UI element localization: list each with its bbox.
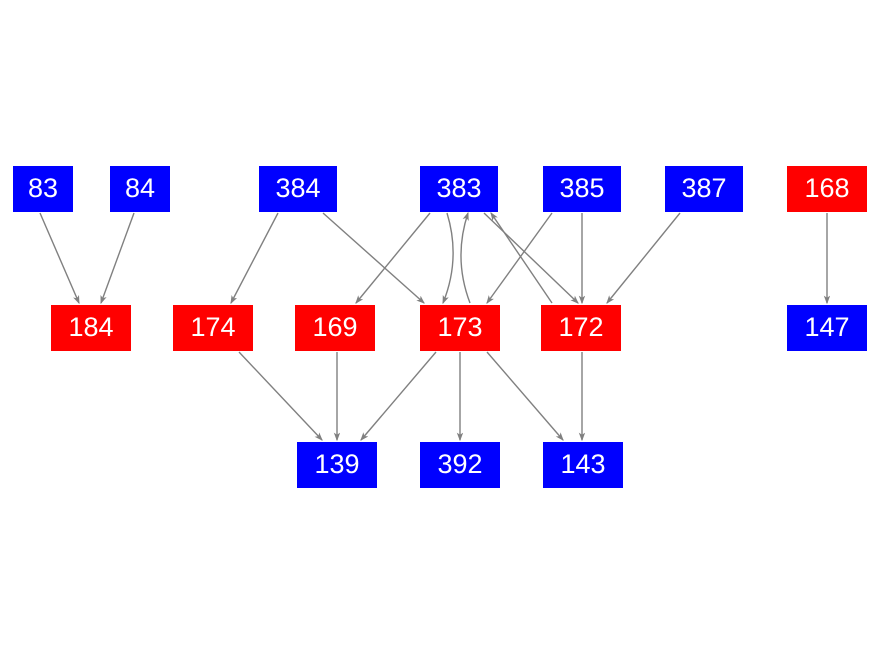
graph-node-label: 173 <box>437 311 483 342</box>
graph-node-143[interactable]: 143 <box>543 442 623 488</box>
graph-edge <box>483 212 579 304</box>
graph-node-173[interactable]: 173 <box>420 305 500 351</box>
graph-node-169[interactable]: 169 <box>295 305 375 351</box>
graph-node-84[interactable]: 84 <box>110 166 170 212</box>
graph-node-385[interactable]: 385 <box>543 166 621 212</box>
graph-node-label: 172 <box>558 311 604 342</box>
graph-node-label: 84 <box>124 172 156 203</box>
graph-node-label: 168 <box>804 172 850 203</box>
graph-node-label: 139 <box>314 448 360 479</box>
graph-node-83[interactable]: 83 <box>13 166 73 212</box>
graph-node-392[interactable]: 392 <box>420 442 500 488</box>
graph-node-label: 387 <box>681 172 727 203</box>
graph-node-label: 174 <box>190 311 236 342</box>
graph-node-147[interactable]: 147 <box>787 305 867 351</box>
graph-node-387[interactable]: 387 <box>665 166 743 212</box>
graph-node-172[interactable]: 172 <box>541 305 621 351</box>
graph-edge <box>360 351 437 441</box>
graph-node-label: 184 <box>68 311 114 342</box>
graph-node-label: 383 <box>436 172 482 203</box>
graph-node-184[interactable]: 184 <box>51 305 131 351</box>
graph-node-384[interactable]: 384 <box>259 166 337 212</box>
graph-node-139[interactable]: 139 <box>297 442 377 488</box>
graph-node-174[interactable]: 174 <box>173 305 253 351</box>
graph-node-label: 83 <box>27 172 59 203</box>
graph-node-label: 147 <box>804 311 850 342</box>
graph-node-label: 385 <box>559 172 605 203</box>
graph-node-label: 143 <box>560 448 606 479</box>
graph-node-label: 392 <box>437 448 483 479</box>
graph-node-383[interactable]: 383 <box>420 166 498 212</box>
graph-edge <box>490 212 553 304</box>
graph-edge <box>460 211 471 304</box>
graph-edge <box>230 212 279 305</box>
graph-node-label: 384 <box>275 172 321 203</box>
graph-edge <box>322 212 425 304</box>
graph-edge <box>606 212 681 304</box>
graph-edge <box>442 212 454 305</box>
graph-edge <box>39 212 80 305</box>
graph-edge <box>355 212 431 304</box>
graph-edge <box>238 351 323 441</box>
graph-edge <box>486 212 553 304</box>
graph-node-label: 169 <box>312 311 358 342</box>
graph-edge <box>486 351 564 441</box>
graph-node-168[interactable]: 168 <box>787 166 867 212</box>
graph-edge <box>100 212 135 305</box>
